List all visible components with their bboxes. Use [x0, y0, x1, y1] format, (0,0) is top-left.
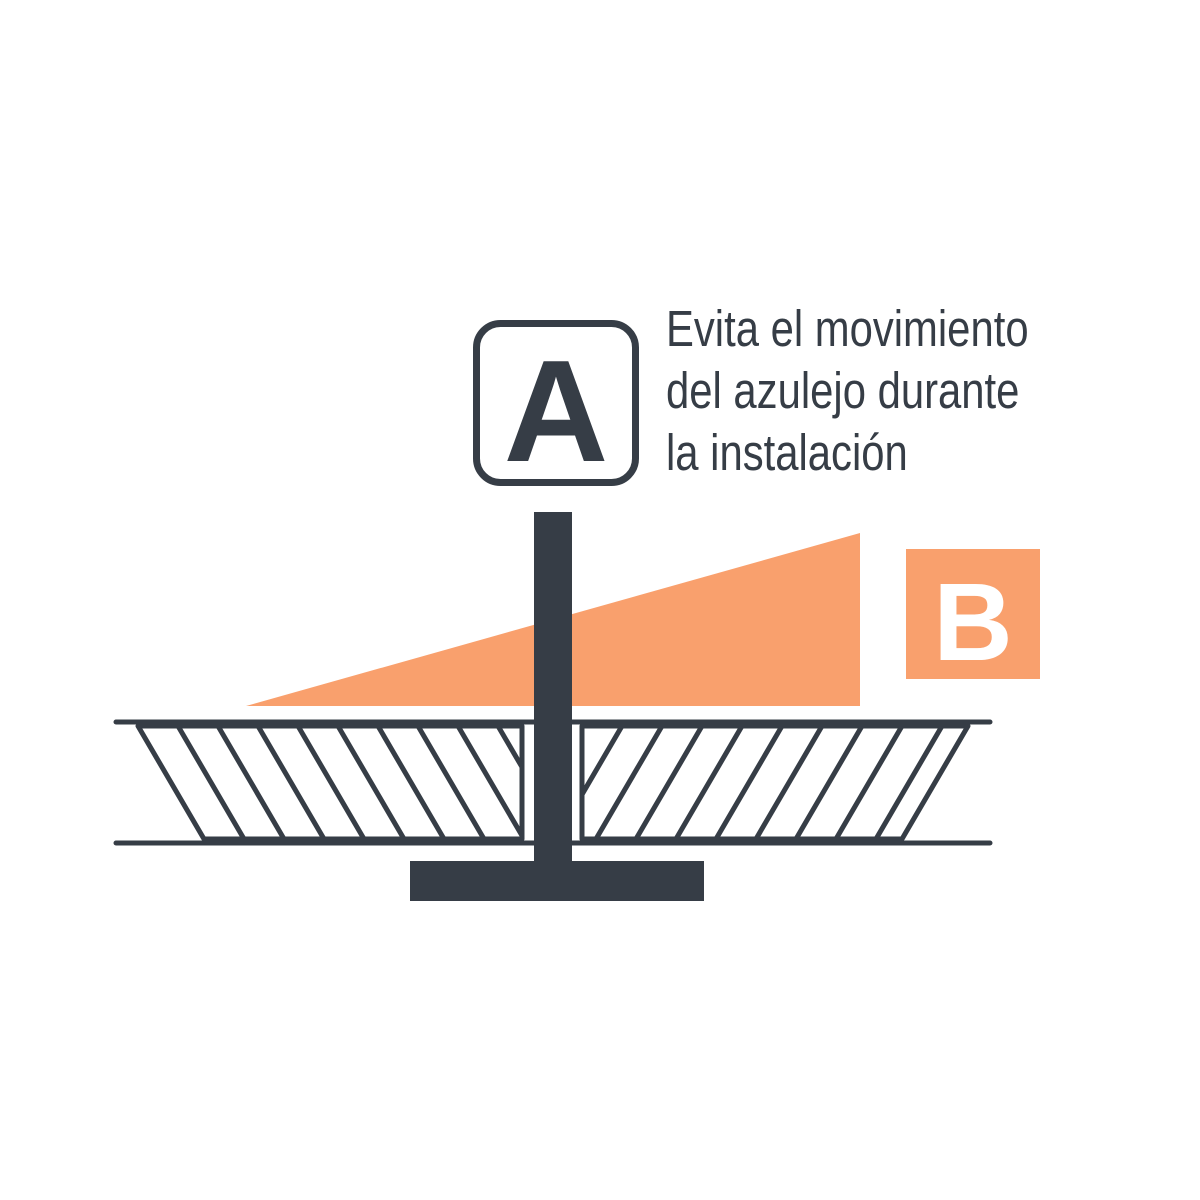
label-b-text: B — [933, 561, 1012, 684]
clip-stem — [534, 512, 572, 872]
label-a-box — [473, 320, 639, 486]
label-a-badge: A — [473, 320, 639, 492]
left-tile — [135, 723, 525, 842]
right-tile — [579, 723, 971, 842]
caption-line-1: Evita el movimiento — [666, 300, 1029, 357]
clip-base — [410, 861, 704, 901]
caption-line-3: la instalación — [666, 424, 908, 481]
label-b-badge: B — [906, 549, 1040, 684]
right-tile-hatching — [582, 726, 945, 839]
right-tile-outline — [579, 723, 971, 842]
caption-line-2: del azulejo durante — [666, 362, 1020, 419]
label-b-box — [906, 549, 1040, 679]
left-tile-hatching — [175, 726, 522, 839]
label-a-text: A — [504, 330, 609, 492]
description-caption: Evita el movimiento del azulejo durante … — [666, 298, 1092, 484]
leveling-clip — [410, 512, 704, 901]
